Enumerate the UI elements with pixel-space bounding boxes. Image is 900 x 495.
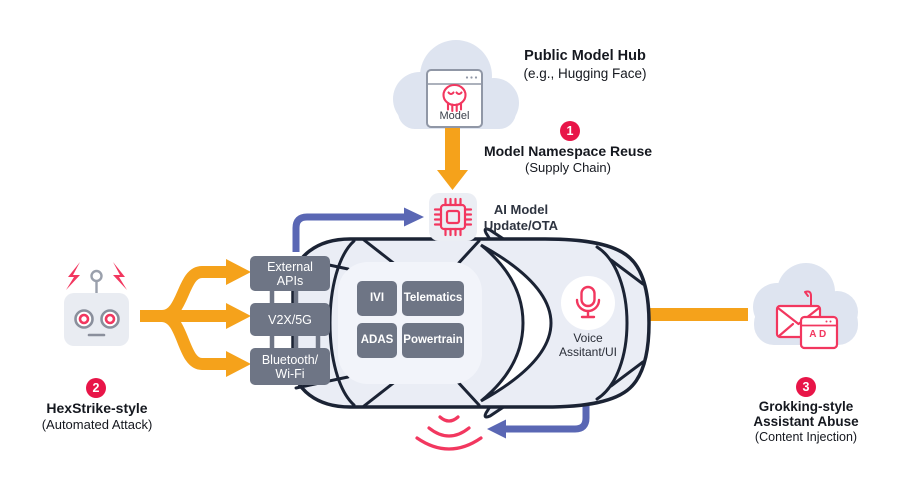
threat-1-subtitle: (Supply Chain) (525, 160, 611, 175)
threat-2-badge: 2 (86, 378, 106, 398)
ad-window-icon (799, 315, 839, 350)
module-ivi: IVI (357, 281, 397, 316)
lightning-icon (66, 262, 127, 290)
window-dots-icon (465, 76, 478, 79)
microphone-icon (575, 285, 601, 319)
ultrasonic-signal-icon (415, 415, 483, 451)
threat-3-title-line1: Grokking-style (758, 399, 854, 414)
supply-chain-arrow (437, 124, 468, 190)
robot-icon (64, 262, 129, 346)
module-adas: ADAS (357, 323, 397, 358)
model-hub-subtitle: (e.g., Hugging Face) (523, 66, 647, 81)
surface-bluetooth-wifi: Bluetooth/ Wi-Fi (250, 348, 330, 385)
threat-1-title: Model Namespace Reuse (483, 143, 653, 159)
ota-label-line2: Update/OTA (483, 218, 559, 233)
car-top-view (291, 227, 651, 419)
module-telematics: Telematics (402, 281, 464, 316)
threat-3-subtitle: (Content Injection) (754, 430, 858, 444)
model-hub-title: Public Model Hub (524, 48, 646, 64)
model-card-label: Model (439, 110, 470, 122)
sensor-signal-arrow (487, 395, 590, 439)
threat-2-title: HexStrike-style (46, 400, 148, 416)
threat-3-badge: 3 (796, 377, 816, 397)
skull-icon (442, 83, 467, 113)
threat-3-title-line2: Assistant Abuse (753, 414, 859, 429)
windshield (480, 243, 553, 403)
surface-v2x-5g: V2X/5G (250, 303, 330, 336)
voice-assistant-circle (561, 276, 615, 330)
ad-cloud-icon (753, 263, 858, 350)
attack-trident-arrow (140, 259, 251, 377)
module-powertrain: Powertrain (402, 323, 464, 358)
ad-label: AD (809, 329, 829, 340)
model-card (426, 69, 483, 128)
ota-update-arrow (292, 207, 424, 252)
threat-1-badge: 1 (560, 121, 580, 141)
voice-label-line2: Assitant/UI (558, 345, 618, 359)
ota-label-line1: AI Model (493, 202, 549, 217)
threat-2-subtitle: (Automated Attack) (41, 417, 153, 432)
surface-external-apis: External APIs (250, 256, 330, 291)
voice-label-line1: Voice (573, 331, 603, 345)
ota-chip-icon (429, 193, 477, 241)
